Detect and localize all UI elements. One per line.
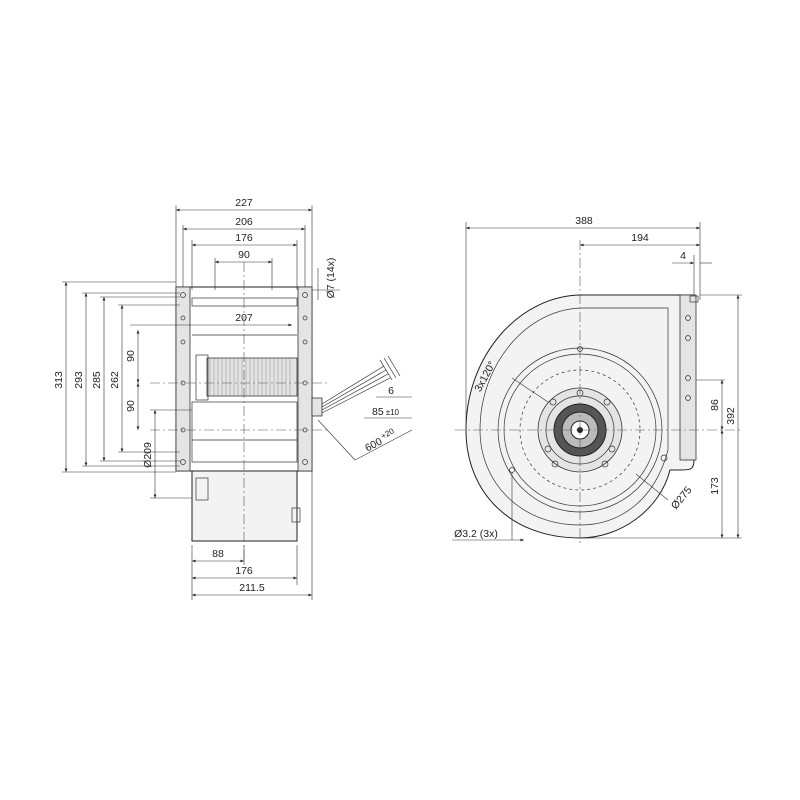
dim-293-label: 293 — [73, 371, 85, 389]
dim-4-label: 4 — [680, 250, 686, 262]
left-flange — [175, 286, 191, 472]
impeller-side — [206, 357, 298, 397]
dim-194-label: 194 — [631, 232, 649, 244]
dia-275-label: Ø275 — [669, 484, 695, 512]
cable-600-label: 600+20 — [362, 426, 398, 454]
dim-173-label: 173 — [709, 477, 721, 495]
side-view: 227 206 176 90 Ø7 (14x) 207 — [53, 197, 413, 600]
dim-285-label: 285 — [91, 371, 103, 389]
dim-176-top-label: 176 — [235, 232, 253, 244]
dim-313-label: 313 — [53, 371, 65, 389]
cable-85-label: 85±10 — [372, 406, 400, 418]
dim-90-label: 90 — [238, 249, 250, 261]
dim-88-label: 88 — [212, 548, 224, 560]
dim-206-label: 206 — [235, 216, 253, 228]
dim-392-label: 392 — [725, 407, 737, 425]
dim-176-bottom-label: 176 — [235, 565, 253, 577]
hole-3-2-label: Ø3.2 (3x) — [454, 528, 498, 540]
dim-262-label: 262 — [109, 371, 121, 389]
outlet-flange — [679, 294, 697, 461]
dia-209-label: Ø209 — [142, 442, 154, 468]
front-view: 388 194 4 3x120° 86 392 173 Ø275 Ø3.2 (3… — [452, 215, 742, 545]
dim-227-label: 227 — [235, 197, 253, 209]
dim-211-5-label: 211.5 — [239, 582, 265, 594]
motor-body — [191, 470, 298, 542]
cable-6-label: 6 — [388, 385, 394, 397]
hole-dia-label: Ø7 (14x) — [325, 258, 337, 299]
dim-90-lower-label: 90 — [125, 400, 137, 412]
right-flange — [297, 286, 313, 472]
dim-86-label: 86 — [709, 399, 721, 411]
cable — [311, 355, 401, 417]
dim-90-upper-label: 90 — [125, 350, 137, 362]
dim-388-label: 388 — [575, 215, 593, 227]
